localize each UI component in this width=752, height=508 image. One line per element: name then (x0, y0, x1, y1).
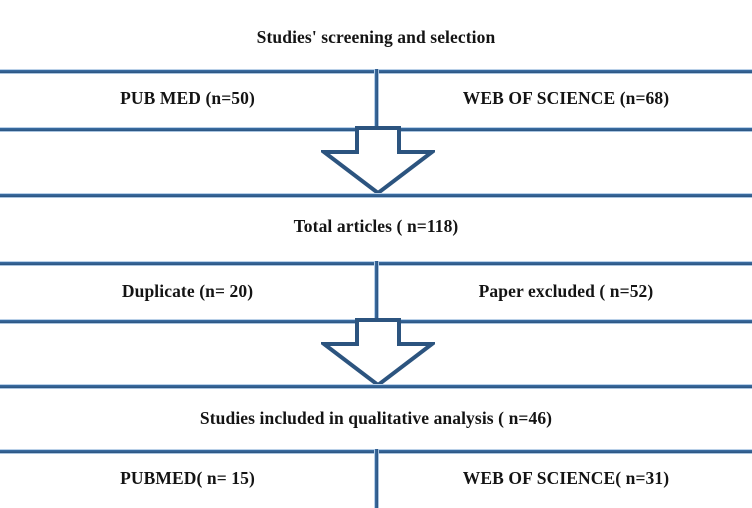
page-title: Studies' screening and selection (256, 27, 496, 47)
column-divider-1 (374, 69, 379, 132)
divider-line-3 (0, 193, 752, 198)
divider-line-6 (0, 384, 752, 389)
column-divider-3 (374, 449, 379, 508)
cell-paper-excluded: Paper excluded ( n=52) (478, 281, 654, 301)
down-arrow-icon (321, 126, 435, 196)
cell-pubmed-included: PUBMED( n= 15) (120, 468, 255, 488)
cell-duplicate-excluded: Duplicate (n= 20) (121, 281, 254, 301)
cell-pubmed-identified: PUB MED (n=50) (120, 88, 255, 108)
cell-webofscience-included: WEB OF SCIENCE( n=31) (462, 468, 670, 488)
column-divider-2 (374, 261, 379, 324)
cell-studies-included: Studies included in qualitative analysis… (199, 408, 553, 428)
cell-webofscience-identified: WEB OF SCIENCE (n=68) (462, 88, 670, 108)
down-arrow-icon-2 (321, 318, 435, 388)
cell-total-articles: Total articles ( n=118) (293, 216, 459, 236)
